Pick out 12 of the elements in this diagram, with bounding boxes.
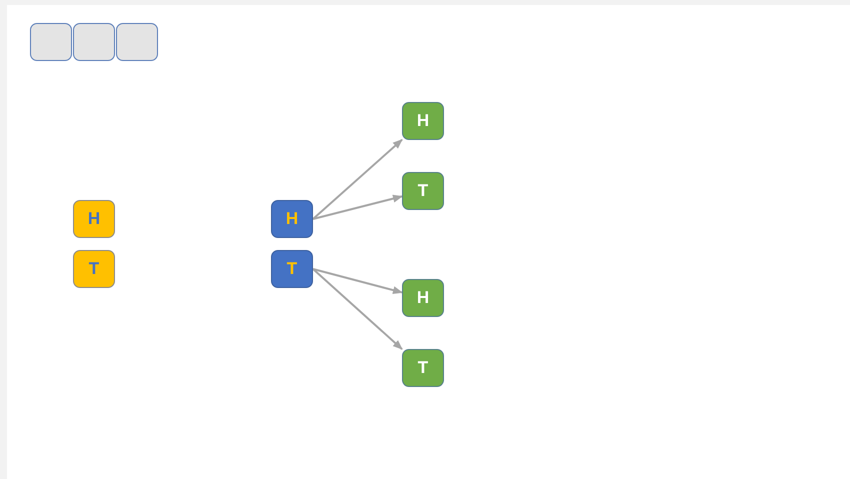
arrow xyxy=(312,138,403,220)
coin-box: H xyxy=(402,279,444,317)
arrow xyxy=(312,268,403,350)
coin-box: H xyxy=(73,200,115,238)
coin-box: T xyxy=(73,250,115,288)
coin-box: T xyxy=(402,349,444,387)
coin-box: H xyxy=(271,200,313,238)
arrow xyxy=(312,268,403,294)
arrow xyxy=(312,194,403,220)
coin-box: H xyxy=(402,102,444,140)
coin-box: T xyxy=(271,250,313,288)
coin-box: T xyxy=(402,172,444,210)
